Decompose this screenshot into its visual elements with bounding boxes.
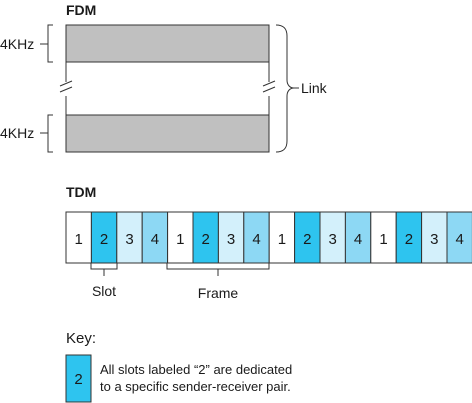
- fdm-bracket-bottom: [47, 114, 53, 153]
- tdm-slot-label-13: 1: [379, 231, 387, 248]
- tdm-slot-label-9: 1: [278, 231, 286, 248]
- fdm-left-break-mark-1: [59, 80, 73, 87]
- tdm-slot-label-7: 3: [227, 231, 235, 248]
- tdm-slot-label-3: 3: [125, 231, 133, 248]
- tdm-slot-6: [192, 211, 219, 264]
- fdm-band-bottom-label: 4KHz: [0, 125, 34, 141]
- tdm-slot-label-14: 2: [405, 231, 413, 248]
- tdm-frame-bracket: [166, 263, 270, 270]
- tdm-slot-label-6: 2: [202, 231, 210, 248]
- tdm-slot-label: Slot: [92, 283, 116, 299]
- fdm-link-brace: [275, 24, 295, 153]
- tdm-slot-2: [90, 211, 118, 264]
- tdm-slot-label-11: 3: [329, 231, 337, 248]
- tdm-slot-7: [217, 211, 245, 264]
- key-description-line-2: to a specific sender-receiver pair.: [100, 379, 291, 394]
- tdm-slot-label-2: 2: [100, 231, 108, 248]
- tdm-slot-15: [421, 211, 448, 264]
- tdm-slot-label-12: 4: [354, 231, 362, 248]
- fdm-band-top-label: 4KHz: [0, 36, 34, 52]
- tdm-slot-label-5: 1: [176, 231, 184, 248]
- fdm-band-bottom: [65, 114, 270, 153]
- tdm-slot-4: [141, 211, 169, 264]
- key-title: Key:: [66, 330, 96, 347]
- fdm-link-label: Link: [301, 80, 328, 96]
- tdm-slot-11: [319, 211, 346, 264]
- fdm-heading: FDM: [66, 2, 96, 18]
- fdm-right-break-mark-1: [262, 80, 276, 87]
- tdm-slot-3: [116, 211, 143, 264]
- key-description-line-1: All slots labeled “2” are dedicated: [100, 362, 292, 377]
- tdm-slot-9: [268, 211, 296, 264]
- tdm-slot-label-15: 3: [430, 231, 438, 248]
- fdm-bracket-top: [47, 24, 53, 63]
- tdm-slot-16: [446, 211, 472, 264]
- tdm-slot-label-16: 4: [456, 231, 464, 248]
- tdm-slot-label-4: 4: [151, 231, 159, 248]
- tdm-slot-label-10: 2: [303, 231, 311, 248]
- fdm-left-break-mark-2: [59, 86, 73, 93]
- key-swatch-label: 2: [74, 371, 82, 388]
- tdm-slot-label-8: 4: [252, 231, 260, 248]
- tdm-slot-5: [167, 211, 194, 264]
- tdm-heading: TDM: [66, 184, 96, 200]
- tdm-slot-label-1: 1: [75, 231, 83, 248]
- tdm-slot-13: [370, 211, 397, 264]
- tdm-slot-10: [294, 211, 321, 264]
- tdm-frame-label: Frame: [198, 285, 239, 301]
- fdm-band-top: [65, 24, 270, 63]
- fdm-right-break-mark-2: [262, 86, 276, 93]
- key-swatch: [65, 354, 92, 403]
- tdm-slot-bracket: [90, 263, 118, 270]
